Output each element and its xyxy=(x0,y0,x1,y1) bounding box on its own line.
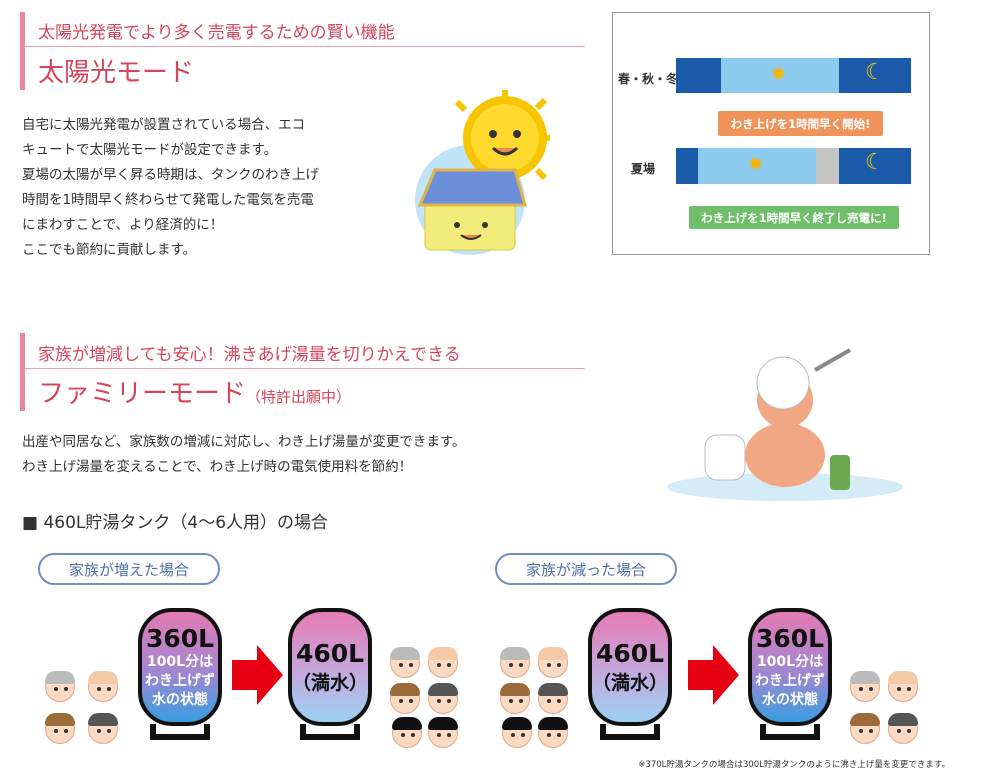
tank-legs xyxy=(300,724,360,740)
family-member-icon xyxy=(88,671,118,702)
family-title-text: ファミリーモード xyxy=(38,379,247,409)
bath-illustration xyxy=(667,348,903,501)
tank-note: わき上げず xyxy=(755,673,825,689)
night-segment xyxy=(676,58,721,93)
body-line: 時間を1時間早く終わらせて発電した電気を売電 xyxy=(22,192,314,208)
sun-icon: ✹ xyxy=(771,64,787,85)
family-member-icon xyxy=(538,647,568,678)
family-member-icon xyxy=(500,683,530,714)
tank-full: 460L （満水） xyxy=(288,608,372,726)
body-line: 自宅に太陽光発電が設置されている場合、エコ xyxy=(22,117,306,133)
arrow-icon xyxy=(688,660,713,690)
case-decrease-label: 家族が減った場合 xyxy=(495,553,677,585)
family-member-icon xyxy=(502,717,532,748)
family-subtitle: 家族が増減しても安心！沸きあげ湯量を切りかえできる xyxy=(38,345,461,365)
tank-note: 水の状態 xyxy=(762,692,818,708)
tank-partial: 360L 100L分は わき上げず 水の状態 xyxy=(748,608,832,726)
case-increase-label: 家族が増えた場合 xyxy=(38,553,220,585)
tank-full: 460L （満水） xyxy=(588,608,672,726)
night-segment: ☾ xyxy=(839,58,911,93)
night-segment: ☾ xyxy=(839,148,911,184)
patent-note: （特許出願中） xyxy=(246,388,352,406)
family-member-icon xyxy=(392,717,422,748)
family-member-icon xyxy=(45,671,75,702)
family-member-icon xyxy=(88,713,118,744)
callout-end-early: わき上げを1時間早く終了し売電に! xyxy=(689,206,899,229)
section-accent-bar xyxy=(20,12,25,90)
tank-volume: 360L xyxy=(145,624,215,653)
night-segment xyxy=(676,148,698,184)
divider xyxy=(25,368,585,369)
day-segment: ✹ xyxy=(721,58,839,93)
body-line: にまわすことで、より経済的に！ xyxy=(22,217,224,233)
tank-volume: 460L xyxy=(295,639,365,668)
moon-icon: ☾ xyxy=(865,60,885,85)
solar-sun-illustration xyxy=(415,90,550,255)
arrow-icon xyxy=(232,660,257,690)
family-member-icon xyxy=(888,713,918,744)
row-label-summer: 夏場 xyxy=(631,162,656,176)
tank-legs xyxy=(600,724,660,740)
family-member-icon xyxy=(428,647,458,678)
tank-note: わき上げず xyxy=(145,673,215,689)
body-line: わき上げ湯量を変えることで、わき上げ時の電気使用料を節約！ xyxy=(22,459,413,475)
moon-icon: ☾ xyxy=(865,150,885,175)
family-member-icon xyxy=(850,671,880,702)
tank-legs xyxy=(760,724,820,740)
divider xyxy=(25,46,585,47)
tank-note: （満水） xyxy=(292,672,369,694)
family-title: ファミリーモード（特許出願中） xyxy=(38,373,351,410)
tank-partial: 360L 100L分は わき上げず 水の状態 xyxy=(138,608,222,726)
family-member-icon xyxy=(538,683,568,714)
arrow-head-icon xyxy=(257,645,283,705)
tank-heading: ■ 460L貯湯タンク（4〜6人用）の場合 xyxy=(22,513,329,533)
family-member-icon xyxy=(390,647,420,678)
solar-subtitle: 太陽光発電でより多く売電するための賢い機能 xyxy=(38,23,395,43)
callout-start-early: わき上げを1時間早く開始! xyxy=(718,111,883,136)
row-label-spring-autumn-winter: 春・秋・冬 xyxy=(618,72,679,86)
body-line: 夏場の太陽が早く昇る時期は、タンクのわき上げ xyxy=(22,167,319,183)
family-member-icon xyxy=(390,683,420,714)
tank-volume: 360L xyxy=(755,624,825,653)
family-member-icon xyxy=(888,671,918,702)
tank-note: （満水） xyxy=(592,672,669,694)
arrow-head-icon xyxy=(713,645,739,705)
solar-title: 太陽光モード xyxy=(38,58,195,88)
footnote: ※370L貯湯タンクの場合は300L貯湯タンクのように沸き上げ量を変更できます。 xyxy=(638,760,950,770)
solar-schedule-diagram: 春・秋・冬 ✹ ☾ わき上げを1時間早く開始! 夏場 ✹ ☾ わき上げを1時間早… xyxy=(612,12,930,255)
sun-icon: ✹ xyxy=(748,154,764,175)
family-member-icon xyxy=(500,647,530,678)
sell-segment xyxy=(816,148,839,184)
family-member-icon xyxy=(45,713,75,744)
solar-body: 自宅に太陽光発電が設置されている場合、エコ キュートで太陽光モードが設定できます… xyxy=(22,113,319,263)
tank-note: 水の状態 xyxy=(152,692,208,708)
tank-legs xyxy=(150,724,210,740)
family-member-icon xyxy=(428,683,458,714)
family-member-icon xyxy=(538,717,568,748)
body-line: ここでも節約に貢献します。 xyxy=(22,242,197,258)
family-member-icon xyxy=(850,713,880,744)
family-member-icon xyxy=(428,717,458,748)
body-line: キュートで太陽光モードが設定できます。 xyxy=(22,142,278,158)
tank-note: 100L分は xyxy=(756,654,824,670)
day-segment: ✹ xyxy=(698,148,816,184)
family-body: 出産や同居など、家族数の増減に対応し、わき上げ湯量が変更できます。 わき上げ湯量… xyxy=(22,430,465,480)
tank-note: 100L分は xyxy=(146,654,214,670)
body-line: 出産や同居など、家族数の増減に対応し、わき上げ湯量が変更できます。 xyxy=(22,434,466,450)
tank-volume: 460L xyxy=(595,639,665,668)
section-accent-bar xyxy=(20,333,25,411)
